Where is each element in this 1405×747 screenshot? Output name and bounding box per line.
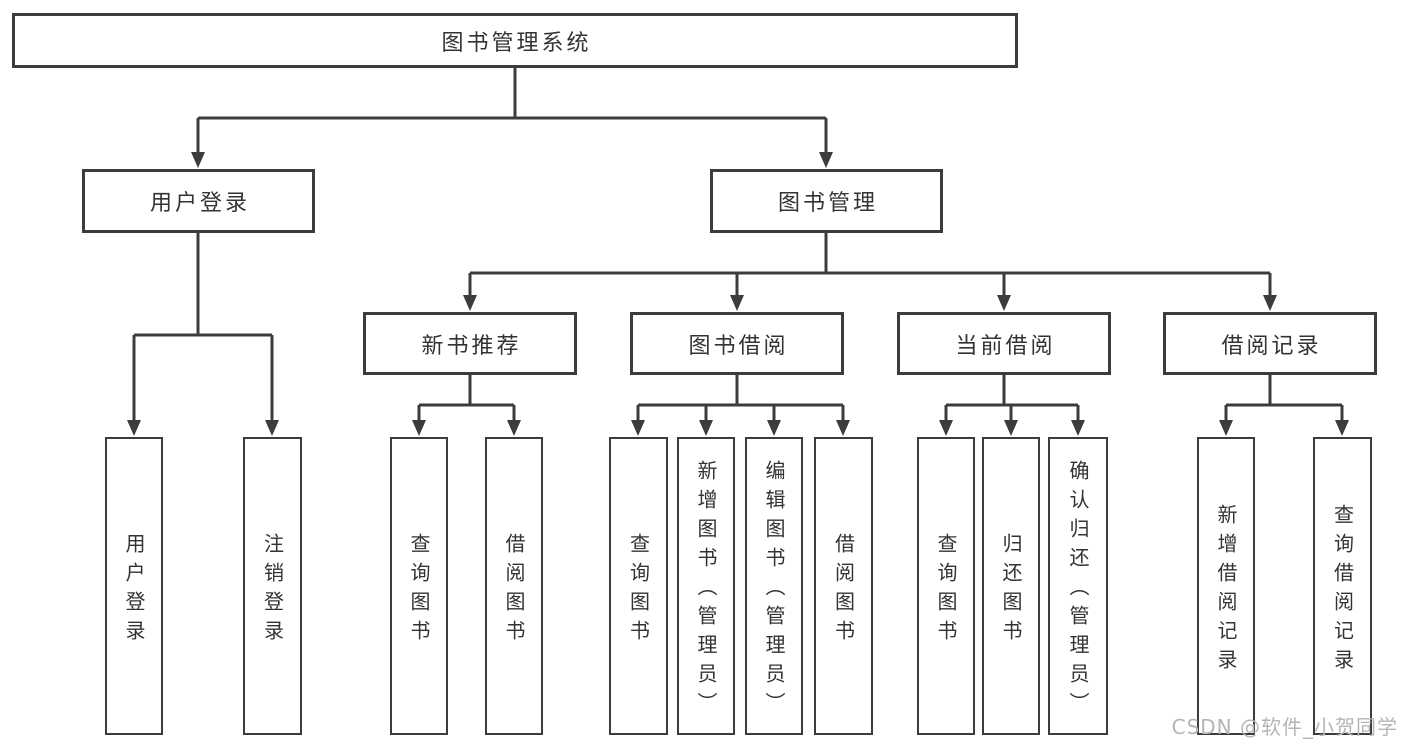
leaf-query-books-current: 查询图书 bbox=[917, 437, 975, 735]
leaf-return-books: 归还图书 bbox=[982, 437, 1040, 735]
leaf-edit-books-admin-label: 编辑图书（管理员） bbox=[762, 460, 786, 721]
leaf-confirm-return-admin: 确认归还（管理员） bbox=[1048, 437, 1108, 735]
leaf-query-borrow-record-label: 查询借阅记录 bbox=[1330, 503, 1355, 678]
node-user-login: 用户登录 bbox=[82, 169, 315, 233]
leaf-borrow-books-recommend-label: 借阅图书 bbox=[502, 532, 526, 649]
node-book-borrowing: 图书借阅 bbox=[630, 312, 844, 375]
leaf-add-books-admin: 新增图书（管理员） bbox=[677, 437, 735, 735]
leaf-user-login-label: 用户登录 bbox=[122, 532, 146, 649]
leaf-logout-label: 注销登录 bbox=[260, 532, 285, 649]
node-book-management: 图书管理 bbox=[710, 169, 943, 233]
leaf-edit-books-admin: 编辑图书（管理员） bbox=[745, 437, 803, 735]
leaf-query-borrow-record: 查询借阅记录 bbox=[1313, 437, 1372, 735]
leaf-add-borrow-record: 新增借阅记录 bbox=[1197, 437, 1255, 735]
node-system-root-label: 图书管理系统 bbox=[441, 30, 592, 56]
node-borrowing-records-label: 借阅记录 bbox=[1221, 333, 1322, 359]
node-new-book-recommend-label: 新书推荐 bbox=[421, 333, 522, 359]
node-book-management-label: 图书管理 bbox=[777, 191, 878, 216]
leaf-query-books-borrowing: 查询图书 bbox=[609, 437, 668, 735]
node-current-borrowing-label: 当前借阅 bbox=[955, 333, 1056, 359]
leaf-user-login: 用户登录 bbox=[105, 437, 163, 735]
leaf-query-books-recommend: 查询图书 bbox=[390, 437, 448, 735]
node-book-borrowing-label: 图书借阅 bbox=[688, 333, 789, 359]
leaf-add-borrow-record-label: 新增借阅记录 bbox=[1214, 503, 1238, 678]
node-new-book-recommend: 新书推荐 bbox=[363, 312, 577, 375]
leaf-borrow-books-recommend: 借阅图书 bbox=[485, 437, 543, 735]
leaf-query-books-borrowing-label: 查询图书 bbox=[626, 532, 651, 649]
leaf-add-books-admin-label: 新增图书（管理员） bbox=[694, 460, 718, 721]
node-borrowing-records: 借阅记录 bbox=[1163, 312, 1377, 375]
leaf-return-books-label: 归还图书 bbox=[999, 532, 1023, 649]
node-user-login-label: 用户登录 bbox=[149, 191, 250, 216]
node-current-borrowing: 当前借阅 bbox=[897, 312, 1111, 375]
leaf-borrow-books-borrowing-label: 借阅图书 bbox=[831, 532, 856, 649]
node-system-root: 图书管理系统 bbox=[12, 13, 1018, 68]
leaf-query-books-current-label: 查询图书 bbox=[934, 532, 958, 649]
leaf-query-books-recommend-label: 查询图书 bbox=[407, 532, 431, 649]
leaf-borrow-books-borrowing: 借阅图书 bbox=[814, 437, 873, 735]
leaf-confirm-return-admin-label: 确认归还（管理员） bbox=[1066, 460, 1090, 721]
leaf-logout: 注销登录 bbox=[243, 437, 302, 735]
